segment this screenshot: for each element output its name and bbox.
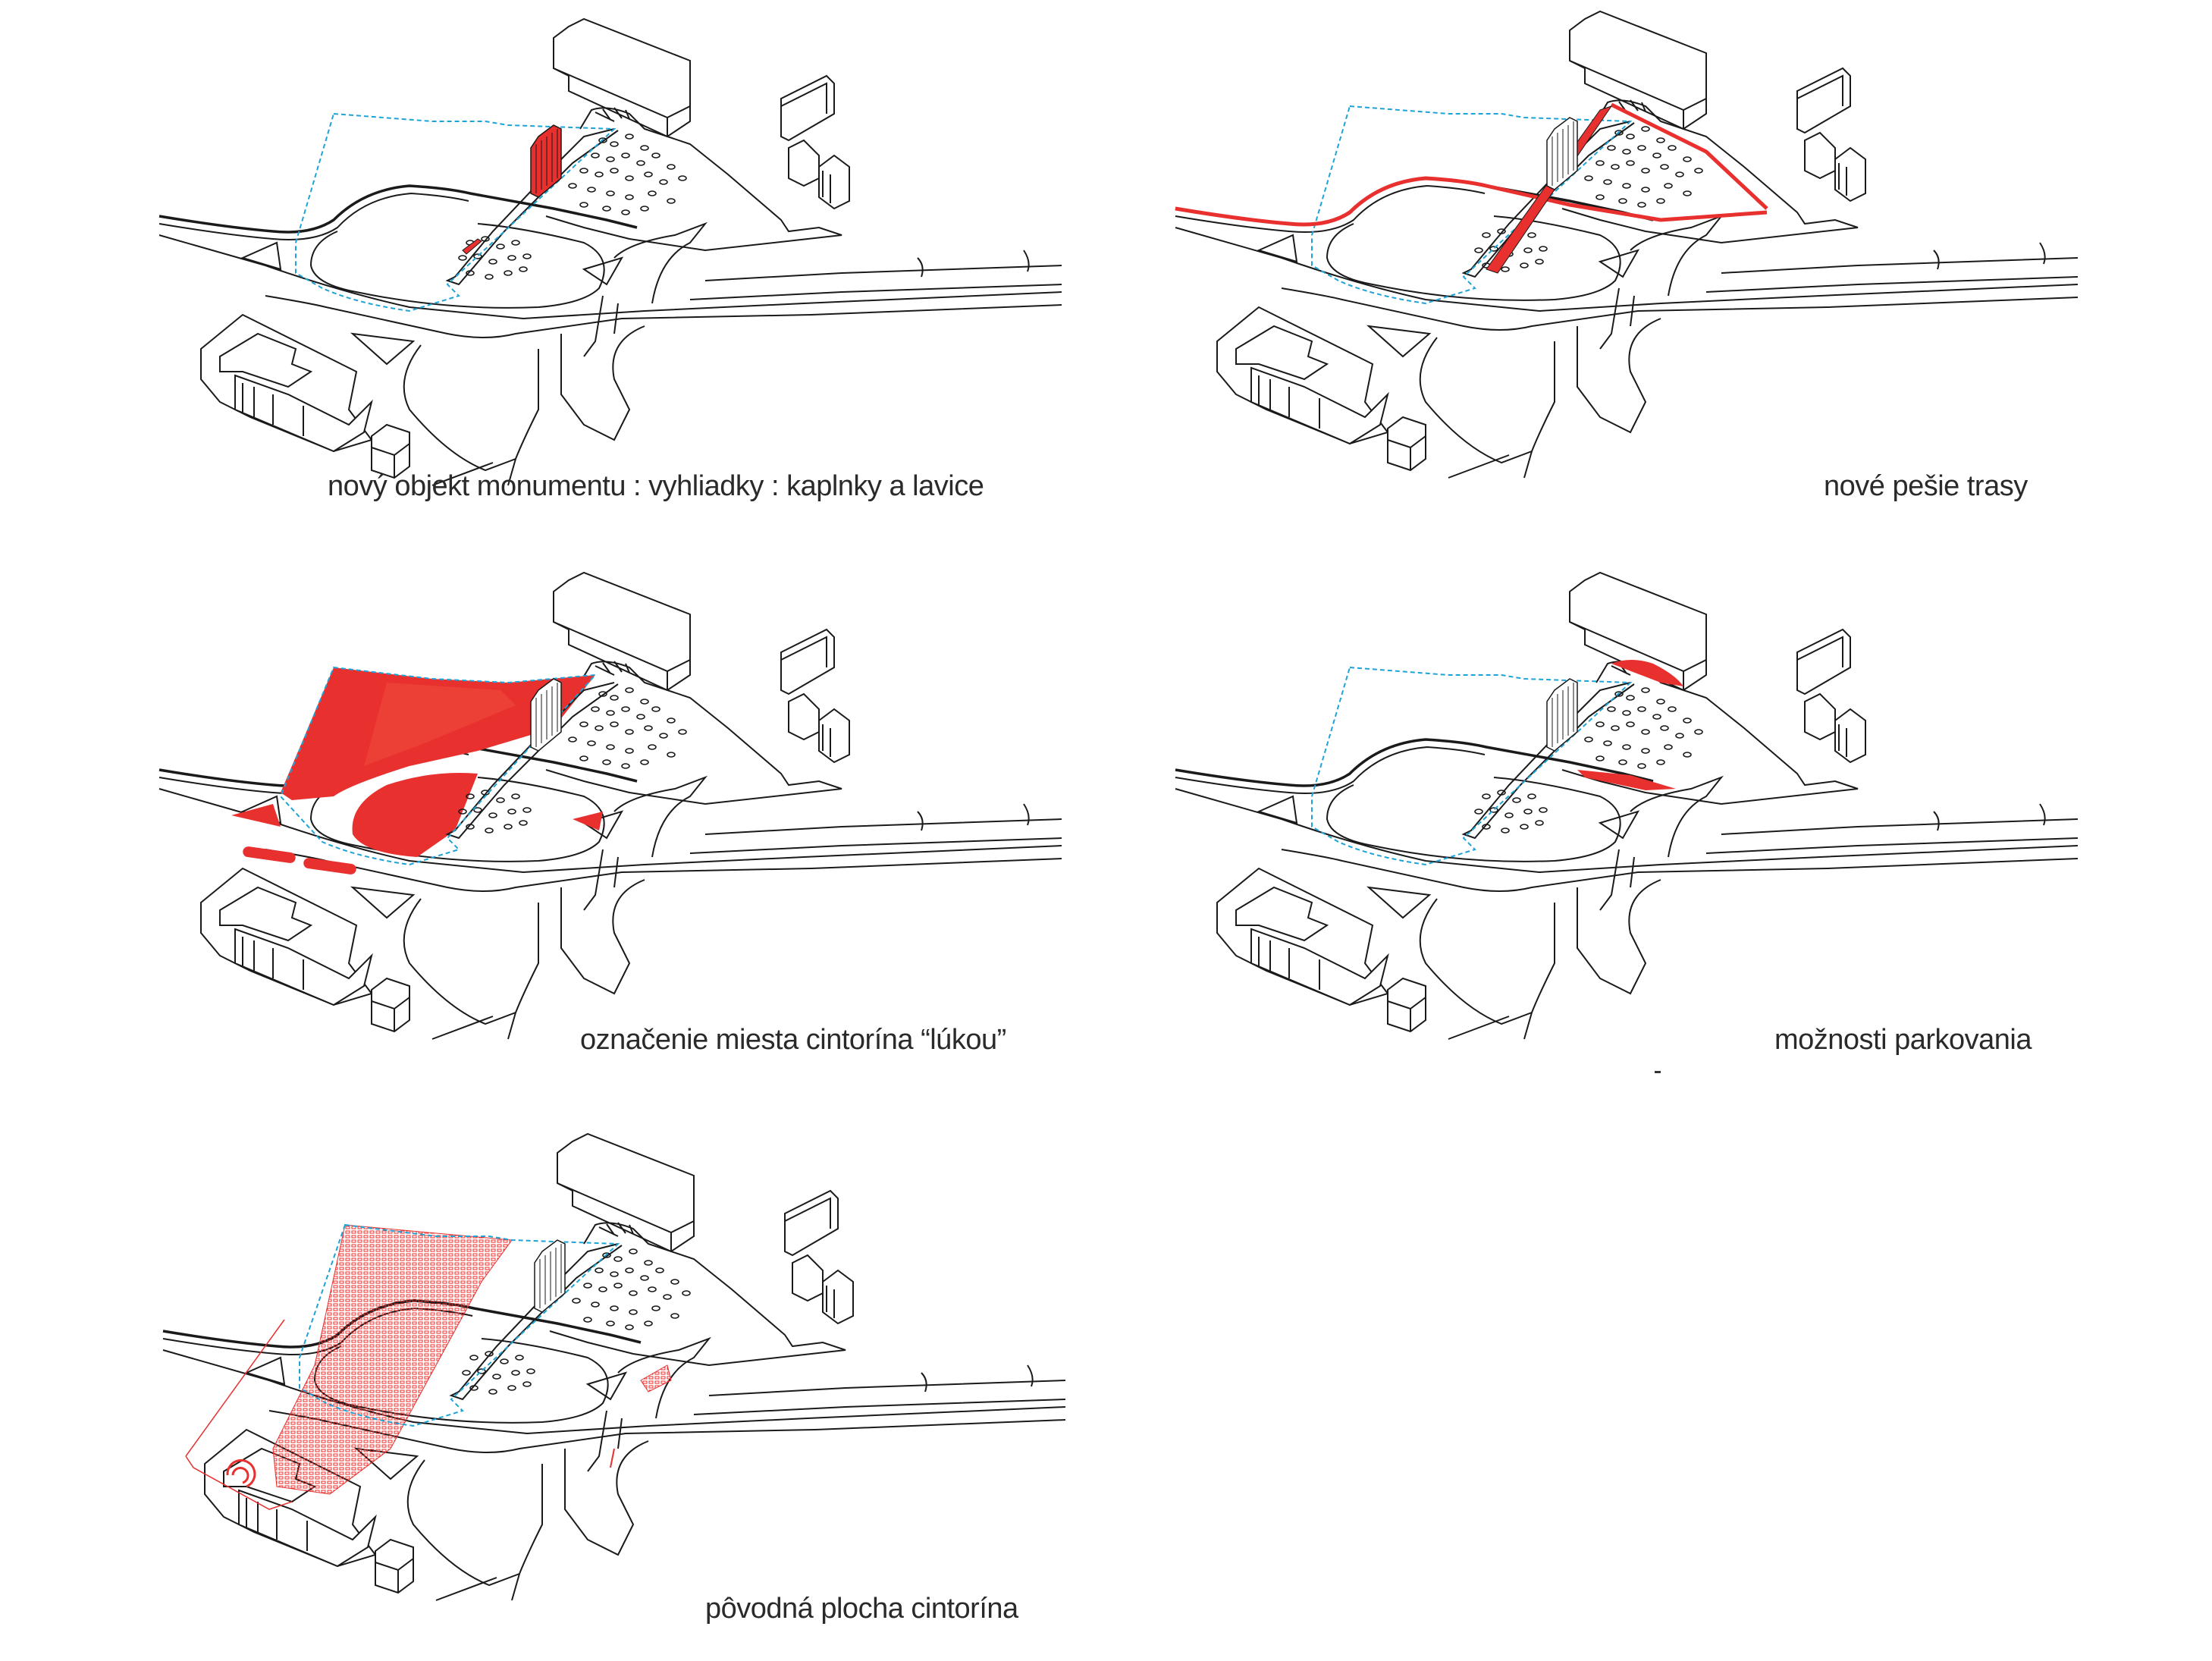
site-plan-parking [1174, 571, 2079, 1041]
panel-caption: nové pešie trasy [1824, 470, 2028, 502]
pedestrian-routes [1175, 102, 1768, 274]
site-plan-monument [158, 17, 1063, 487]
cemetery-boundary [1311, 105, 1633, 305]
monument-object-outline [534, 1239, 566, 1313]
stray-mark [1655, 1071, 1661, 1073]
panel-meadow: označenie miesta cintorína “lúkou” [121, 569, 1107, 1100]
original-cemetery-area [185, 1224, 672, 1510]
monument-object-outline [1546, 117, 1578, 190]
panel-caption: možnosti parkovania [1774, 1024, 2032, 1056]
panel-caption: nový objekt monumentu : vyhliadky : kapl… [328, 470, 984, 502]
cemetery-boundary [295, 112, 617, 312]
cemetery-boundary [299, 1223, 620, 1427]
panel-parking: možnosti parkovania [1137, 569, 2123, 1100]
site-plan-original [162, 1132, 1067, 1602]
panel-caption: označenie miesta cintorína “lúkou” [580, 1024, 1006, 1056]
monument-object-outline [530, 678, 562, 752]
site-plan-pedestrian [1174, 10, 2079, 479]
site-plan-meadow [158, 571, 1063, 1041]
parking-areas [1577, 660, 1683, 790]
panel-pedestrian: nové pešie trasy [1137, 8, 2123, 538]
monument-object [462, 124, 562, 255]
panel-original: pôvodná plocha cintorína [125, 1130, 1111, 1661]
cemetery-boundary [279, 666, 598, 866]
monument-object-outline [1546, 678, 1578, 752]
panel-monument: nový objekt monumentu : vyhliadky : kapl… [121, 15, 1107, 546]
cemetery-boundary [1311, 666, 1633, 866]
panel-caption: pôvodná plocha cintorína [705, 1593, 1018, 1625]
meadow-areas [231, 667, 603, 874]
